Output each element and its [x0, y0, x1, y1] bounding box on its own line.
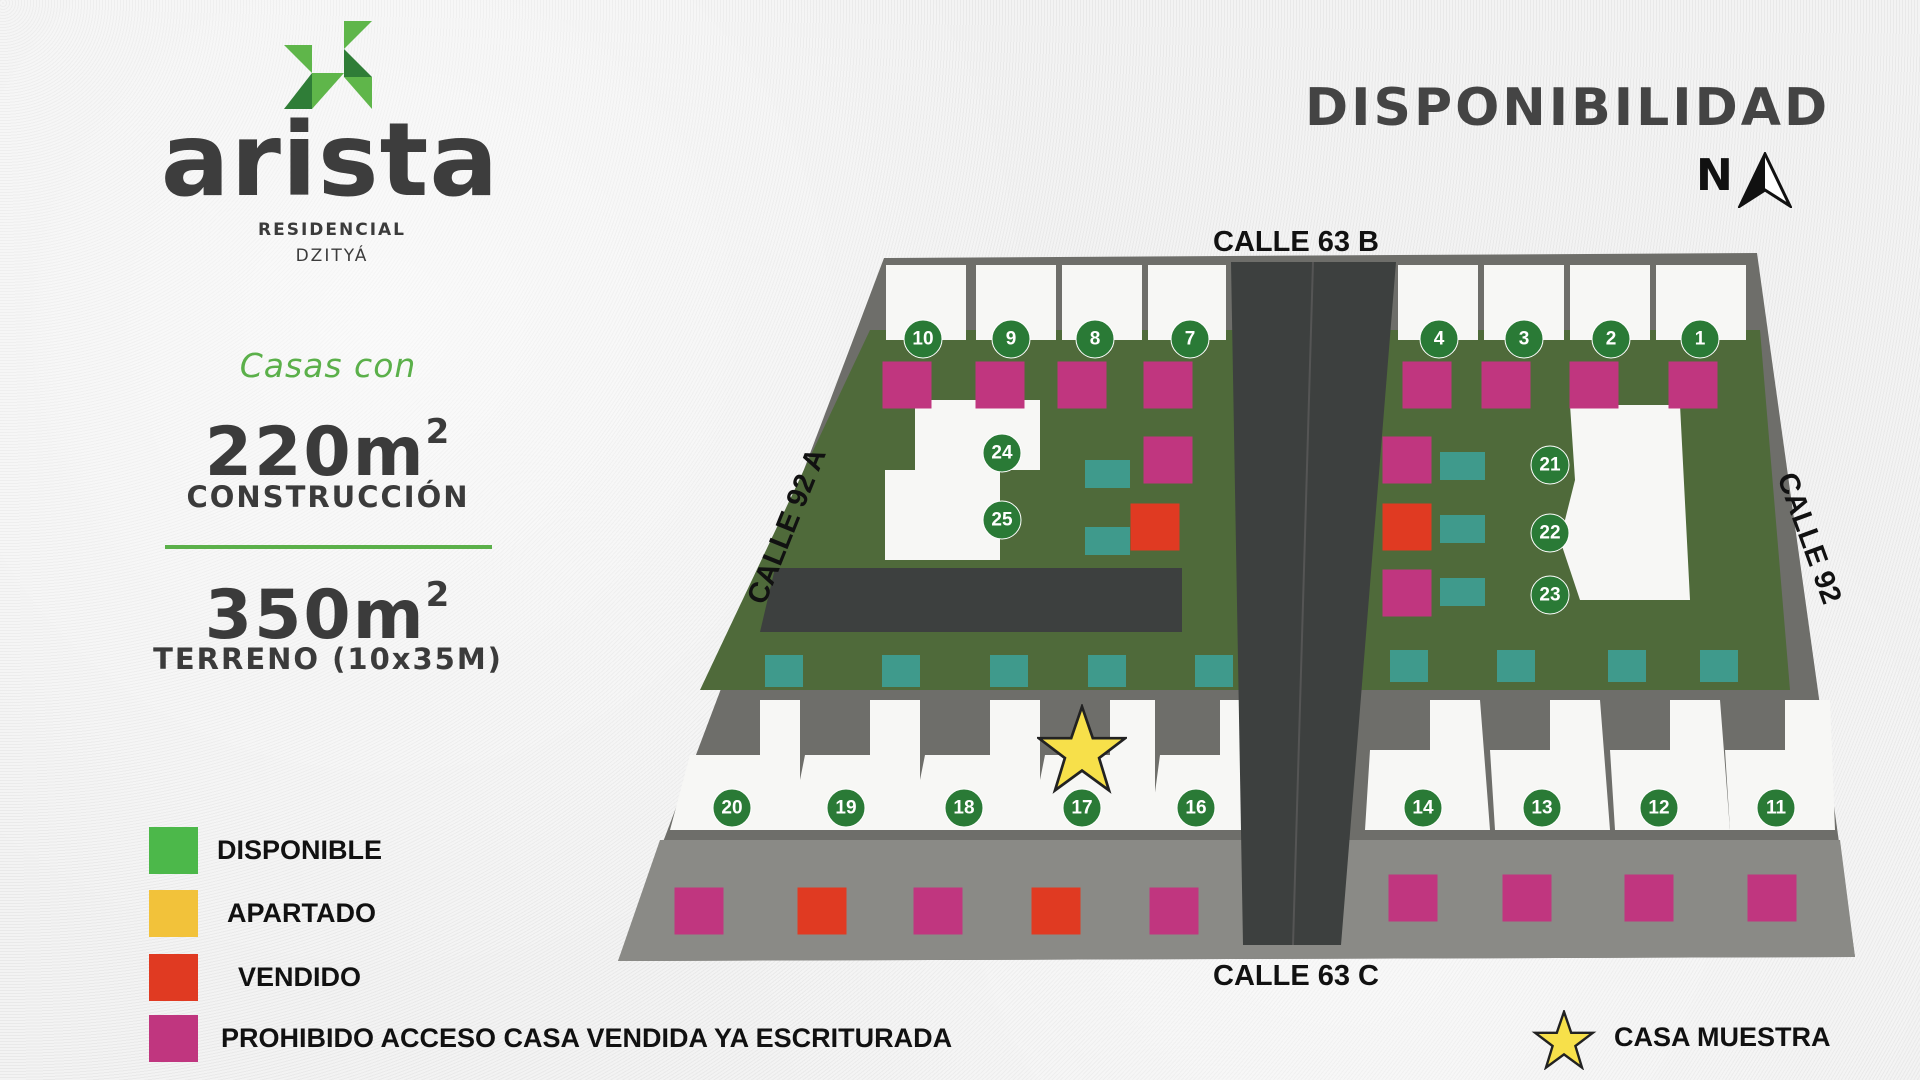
road-side: [760, 568, 1182, 632]
lot-number-25[interactable]: 25: [982, 500, 1022, 540]
brand-location: DZITYÁ: [295, 246, 369, 266]
lot-number-2[interactable]: 2: [1591, 319, 1631, 359]
lot-status-3[interactable]: [1481, 361, 1531, 409]
lot-status-2[interactable]: [1569, 361, 1619, 409]
lot-status-24[interactable]: [1143, 436, 1193, 484]
lot-status-8[interactable]: [1057, 361, 1107, 409]
lot-number-20[interactable]: 20: [712, 788, 752, 828]
lot-number-24[interactable]: 24: [982, 433, 1022, 473]
lot-number-13[interactable]: 13: [1522, 788, 1562, 828]
lot-status-1[interactable]: [1668, 361, 1718, 409]
lot-number-7[interactable]: 7: [1170, 319, 1210, 359]
land-label: TERRENO (10x35M): [153, 642, 503, 676]
lot-number-17[interactable]: 17: [1062, 788, 1102, 828]
lot-status-23[interactable]: [1382, 569, 1432, 617]
legend-label-disponible: DISPONIBLE: [217, 835, 383, 865]
legend-label-escriturada: PROHIBIDO ACCESO CASA VENDIDA YA ESCRITU…: [221, 1023, 953, 1053]
lot-status-7[interactable]: [1143, 361, 1193, 409]
casa-muestra-label: CASA MUESTRA: [1614, 1022, 1831, 1052]
lot-number-8[interactable]: 8: [1075, 319, 1115, 359]
bottom-houses: [670, 700, 1835, 830]
lot-status-18[interactable]: [913, 887, 963, 935]
legend-swatch-disponible: [149, 827, 198, 874]
lot-status-12[interactable]: [1624, 874, 1674, 922]
construction-area: 220m2: [204, 412, 452, 492]
lot-status-13[interactable]: [1502, 874, 1552, 922]
brand-subtitle: RESIDENCIAL: [257, 220, 407, 240]
lot-status-4[interactable]: [1402, 361, 1452, 409]
lot-number-3[interactable]: 3: [1504, 319, 1544, 359]
legend-label-vendido: VENDIDO: [238, 962, 362, 992]
lot-number-22[interactable]: 22: [1530, 513, 1570, 553]
lot-status-25[interactable]: [1130, 503, 1180, 551]
lot-number-14[interactable]: 14: [1403, 788, 1443, 828]
arista-logo-icon: [284, 21, 372, 109]
lot-number-12[interactable]: 12: [1639, 788, 1679, 828]
legend-swatch-vendido: [149, 954, 198, 1001]
lot-number-11[interactable]: 11: [1756, 788, 1796, 828]
street-label-top: CALLE 63 B: [1213, 226, 1379, 258]
north-label: N: [1696, 150, 1733, 201]
lot-status-17[interactable]: [1031, 887, 1081, 935]
lot-number-21[interactable]: 21: [1530, 445, 1570, 485]
lot-status-20[interactable]: [674, 887, 724, 935]
sample-house-star-icon: [1037, 704, 1127, 794]
lot-number-23[interactable]: 23: [1530, 575, 1570, 615]
lot-number-18[interactable]: 18: [944, 788, 984, 828]
lot-status-19[interactable]: [797, 887, 847, 935]
lot-number-19[interactable]: 19: [826, 788, 866, 828]
specs-intro: Casas con: [239, 346, 417, 385]
lot-status-11[interactable]: [1747, 874, 1797, 922]
pools: [765, 452, 1738, 687]
legend-swatch-apartado: [149, 890, 198, 937]
lot-status-21[interactable]: [1382, 436, 1432, 484]
lot-status-16[interactable]: [1149, 887, 1199, 935]
brand-name: arista: [160, 101, 500, 220]
legend-swatch-escriturada: [149, 1015, 198, 1062]
north-arrow-icon: [1738, 152, 1792, 208]
street-label-bottom: CALLE 63 C: [1213, 960, 1379, 992]
divider: [165, 545, 492, 549]
lot-status-22[interactable]: [1382, 503, 1432, 551]
lot-status-10[interactable]: [882, 361, 932, 409]
lot-status-9[interactable]: [975, 361, 1025, 409]
lot-number-10[interactable]: 10: [903, 319, 943, 359]
casa-muestra-star-icon: [1531, 1010, 1597, 1070]
lot-number-4[interactable]: 4: [1419, 319, 1459, 359]
lot-number-9[interactable]: 9: [991, 319, 1031, 359]
land-area: 350m2: [204, 575, 452, 655]
lot-status-14[interactable]: [1388, 874, 1438, 922]
lot-number-1[interactable]: 1: [1680, 319, 1720, 359]
construction-label: CONSTRUCCIÓN: [186, 480, 470, 514]
page-title: DISPONIBILIDAD: [1305, 78, 1831, 138]
lot-number-16[interactable]: 16: [1176, 788, 1216, 828]
road-main: [1231, 262, 1396, 945]
legend-label-apartado: APARTADO: [227, 898, 376, 928]
